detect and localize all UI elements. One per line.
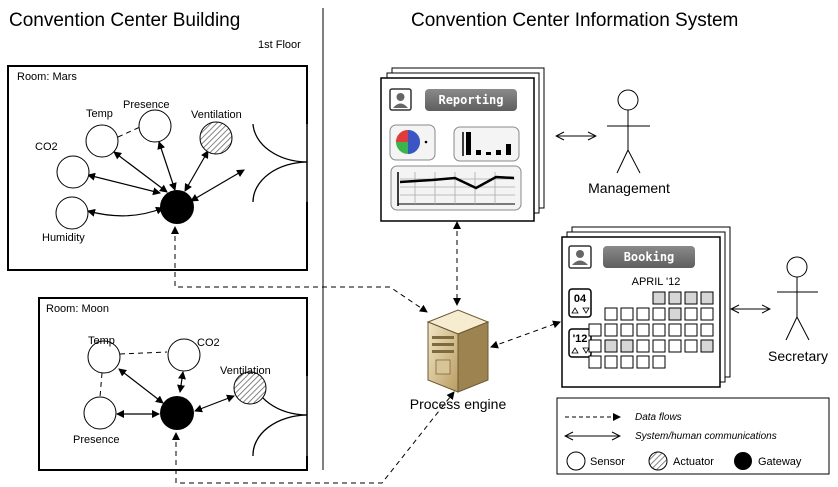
- gateway: [160, 396, 194, 430]
- legend: Data flows System/human communications S…: [556, 397, 830, 475]
- ventilation-label: Ventilation: [191, 109, 242, 121]
- ventilation-actuator: [199, 121, 233, 155]
- line-chart-icon: [390, 165, 522, 211]
- data-flows: [171, 221, 561, 484]
- user-icon: [568, 245, 592, 269]
- gateway: [160, 190, 194, 224]
- presence-label: Presence: [123, 99, 169, 111]
- floor-label: 1st Floor: [258, 39, 301, 51]
- legend-data-flows: Data flows: [635, 412, 682, 423]
- booking-screen: Booking APRIL '12 04 '12: [561, 226, 731, 388]
- building-title: Convention Center Building: [9, 10, 240, 31]
- temp-sensor: [85, 124, 119, 158]
- legend-gateway-swatch: [734, 452, 752, 470]
- svg-text:Booking: Booking: [624, 250, 675, 264]
- svg-text:04: 04: [574, 293, 587, 305]
- co2-label: CO2: [197, 337, 220, 349]
- presence-label: Presence: [73, 434, 119, 446]
- month-label: APRIL '12: [632, 276, 681, 288]
- room-mars: Room: Mars CO2 Temp Presence Ventilation…: [7, 65, 308, 271]
- temp-sensor: [87, 340, 121, 374]
- system-title: Convention Center Information System: [411, 10, 738, 31]
- reporting-button[interactable]: Reporting: [425, 89, 517, 111]
- svg-text:Reporting: Reporting: [438, 93, 503, 107]
- humidity-label: Humidity: [42, 232, 85, 244]
- co2-sensor: [167, 338, 201, 372]
- management-label: Management: [588, 180, 670, 196]
- management-stick-figure-icon: [607, 89, 650, 174]
- server-icon: [426, 309, 490, 393]
- legend-actuator: Actuator: [673, 456, 714, 468]
- day-spinner[interactable]: 04: [568, 288, 592, 318]
- temp-label: Temp: [86, 108, 113, 120]
- co2-sensor: [56, 155, 90, 189]
- co2-label: CO2: [35, 141, 58, 153]
- room-title: Room: Moon: [46, 303, 109, 315]
- legend-sensor-swatch: [566, 451, 586, 471]
- booking-button[interactable]: Booking: [603, 246, 695, 268]
- user-icon: [389, 88, 412, 111]
- humidity-sensor: [55, 196, 89, 230]
- pie-chart-icon: [389, 124, 436, 161]
- secretary-stick-figure-icon: [777, 256, 818, 341]
- room-title: Room: Mars: [17, 71, 77, 83]
- legend-sensor: Sensor: [590, 456, 625, 468]
- room-moon: Room: Moon Temp CO2 Ventilation Presence: [38, 297, 308, 471]
- legend-gateway: Gateway: [758, 456, 802, 468]
- process-engine-label: Process engine: [410, 396, 507, 412]
- legend-communications: System/human communications: [635, 431, 777, 442]
- temp-label: Temp: [88, 335, 115, 347]
- svg-text:'12: '12: [573, 333, 588, 345]
- presence-sensor: [83, 396, 117, 430]
- secretary-label: Secretary: [768, 348, 828, 364]
- year-spinner[interactable]: '12: [568, 328, 592, 358]
- legend-actuator-swatch: [648, 451, 668, 471]
- calendar-grid[interactable]: [588, 291, 714, 369]
- ventilation-label: Ventilation: [220, 365, 271, 377]
- reporting-screen: Reporting: [380, 67, 545, 222]
- bar-chart-icon: [453, 126, 520, 162]
- presence-sensor: [138, 109, 172, 143]
